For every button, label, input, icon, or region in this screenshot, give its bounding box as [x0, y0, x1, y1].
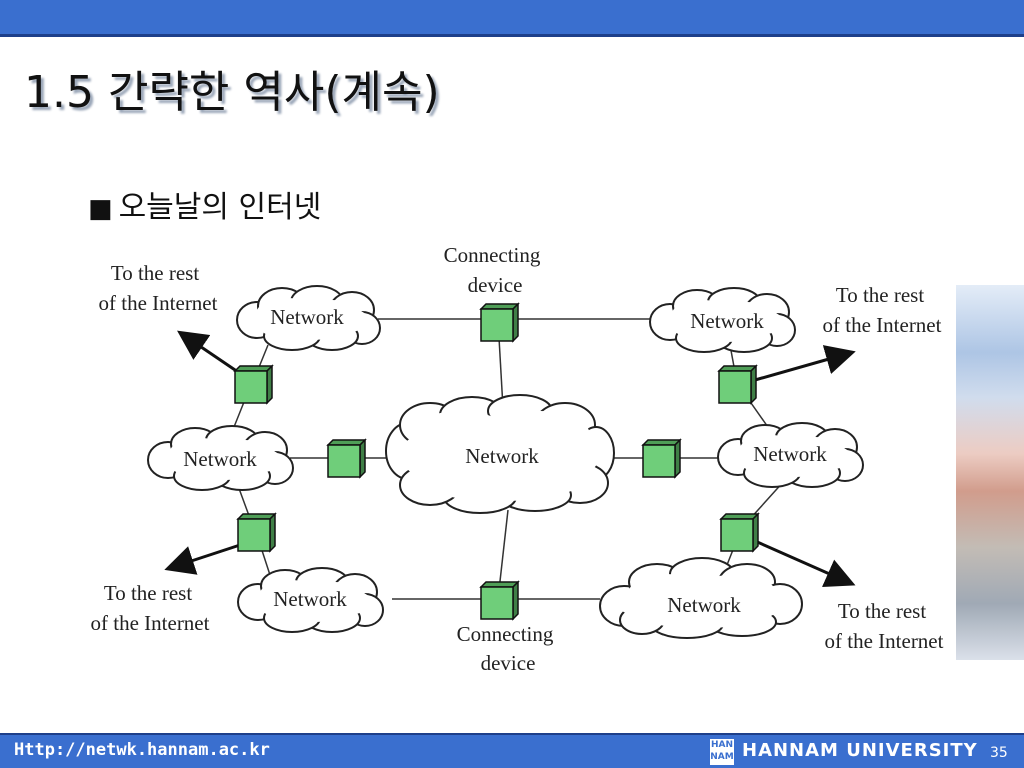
footer-url[interactable]: Http://netwk.hannam.ac.kr — [14, 740, 270, 760]
network-label: Network — [667, 593, 741, 617]
arrow-top-right — [754, 345, 856, 382]
internet-label-bl-line2: of the Internet — [91, 611, 210, 635]
arrow-bottom-left — [164, 543, 241, 575]
device-bottom-left — [236, 512, 277, 553]
internet-label-bl-line1: To the rest — [104, 581, 193, 605]
device-right-center — [641, 438, 682, 479]
university-name: HANNAM UNIVERSITY — [742, 740, 978, 761]
device-top — [479, 302, 520, 343]
footer-bar — [0, 735, 1024, 768]
device-label-bottom-line2: device — [481, 651, 536, 675]
network-cloud-center: Network — [385, 394, 615, 514]
network-cloud-top-right: Network — [649, 287, 796, 353]
network-label: Network — [465, 444, 539, 468]
device-left-center — [326, 438, 367, 479]
network-cloud-bottom-left: Network — [237, 567, 384, 633]
side-decorative-photo — [956, 285, 1024, 660]
internet-label-tl-line1: To the rest — [111, 261, 200, 285]
network-label: Network — [270, 305, 344, 329]
device-top-right — [717, 364, 758, 405]
network-cloud-right: Network — [717, 422, 864, 488]
network-label: Network — [183, 447, 257, 471]
slide-title: 1.5 간략한 역사(계속) — [24, 67, 440, 118]
network-label: Network — [753, 442, 827, 466]
university-logo-icon: HAN NAM — [710, 739, 734, 765]
network-label: Network — [690, 309, 764, 333]
header-bar — [0, 0, 1024, 34]
device-bottom-right — [719, 512, 760, 553]
device-label-top-line1: Connecting — [444, 243, 541, 267]
internet-label-tl-line2: of the Internet — [99, 291, 218, 315]
internet-label-tr-line1: To the rest — [836, 283, 925, 307]
device-bottom — [479, 580, 520, 621]
header-divider — [0, 34, 1024, 37]
arrow-top-left — [177, 330, 239, 374]
arrow-bottom-right — [754, 539, 856, 588]
bullet-text: 오늘날의 인터넷 — [118, 190, 322, 225]
network-label: Network — [273, 587, 347, 611]
footer-divider — [0, 733, 1024, 735]
network-clouds: Network Network — [147, 285, 864, 639]
bullet-item: ■오늘날의 인터넷 — [88, 182, 321, 226]
internet-label-br-line2: of the Internet — [825, 629, 944, 653]
internet-label-tr-line2: of the Internet — [823, 313, 942, 337]
network-cloud-top-left: Network — [236, 285, 381, 351]
network-cloud-left: Network — [147, 425, 294, 491]
network-cloud-bottom-right: Network — [599, 557, 803, 639]
internet-arrows — [164, 330, 856, 588]
internet-diagram: Network Network — [91, 243, 944, 675]
internet-label-br-line1: To the rest — [838, 599, 927, 623]
device-label-top-line2: device — [468, 273, 523, 297]
diagram-labels: Connecting device Connecting device To t… — [91, 243, 944, 675]
page-number: 35 — [990, 745, 1008, 761]
device-label-bottom-line1: Connecting — [457, 622, 554, 646]
connecting-devices — [233, 302, 760, 621]
bullet-marker: ■ — [88, 194, 113, 224]
device-top-left — [233, 364, 274, 405]
